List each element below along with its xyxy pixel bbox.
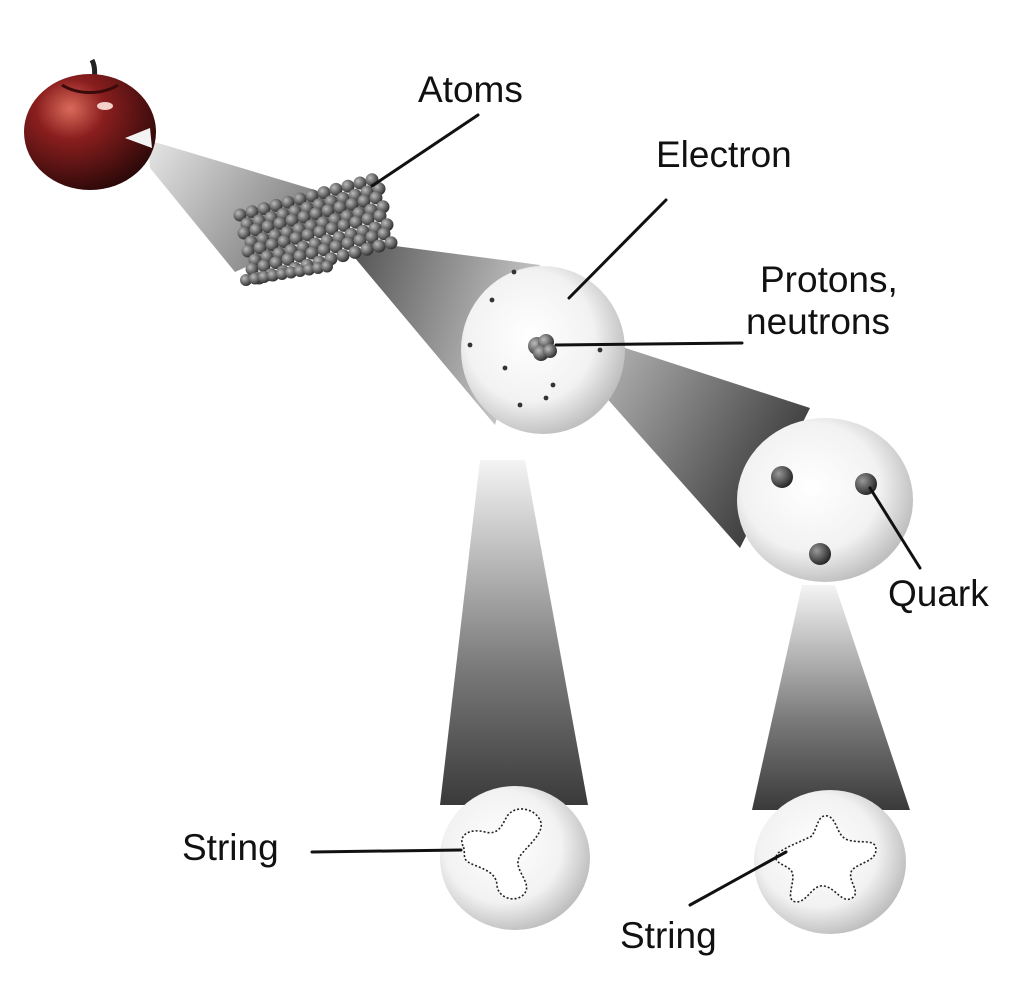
- atom-ball: [281, 195, 295, 209]
- atom-ball: [267, 269, 279, 282]
- atom-ball: [353, 233, 367, 247]
- atom-ball: [337, 218, 351, 232]
- atom-ball: [241, 244, 255, 258]
- atom-ball: [245, 205, 259, 219]
- atom-ball: [269, 198, 283, 212]
- atom-ball: [261, 220, 275, 234]
- atom-ball: [384, 236, 398, 250]
- atom-ball: [249, 272, 261, 285]
- atom-ball: [293, 249, 307, 263]
- label-neutrons: neutrons: [746, 301, 890, 342]
- atom-ball: [293, 192, 307, 206]
- atom-ball: [253, 241, 267, 255]
- atom-ball: [257, 202, 271, 216]
- electron-dot: [467, 342, 473, 348]
- atom-ball: [312, 262, 324, 274]
- string-loop-left: [461, 808, 542, 900]
- label-electron: Electron: [656, 134, 792, 175]
- leader-string-left: [310, 848, 463, 854]
- atom-ball: [301, 228, 315, 242]
- atom-ball: [305, 246, 319, 260]
- beam-to-string-left: [440, 460, 588, 805]
- atom-ball: [365, 230, 379, 244]
- atom-ball: [297, 210, 311, 224]
- atom-ball: [233, 208, 247, 222]
- atom-ball: [329, 240, 343, 254]
- atom-ball: [273, 216, 287, 230]
- atom-ball: [313, 225, 327, 239]
- atom-ball: [345, 197, 359, 211]
- atom-ball: [360, 242, 374, 256]
- atom-ball: [285, 213, 299, 227]
- leader-protons: [554, 341, 744, 347]
- beam-to-string-right: [752, 585, 910, 810]
- atom-ball: [258, 271, 270, 283]
- atom-ball: [249, 223, 263, 237]
- leader-quark: [868, 486, 922, 570]
- leader-electron: [567, 198, 668, 300]
- atom-ball: [237, 226, 251, 240]
- atom-ball: [276, 268, 288, 280]
- atom-ball: [341, 179, 355, 193]
- label-quark: Quark: [888, 573, 989, 614]
- label-string-left: String: [182, 827, 279, 868]
- atom-ball: [289, 231, 303, 245]
- atom-ball: [348, 245, 362, 259]
- atom-ball: [325, 222, 339, 236]
- atom-ball: [353, 176, 367, 190]
- atom-ball: [281, 252, 295, 266]
- nucleus-icon: [528, 334, 557, 361]
- atom-ball: [277, 234, 291, 248]
- atom-ball: [285, 266, 297, 279]
- electron-dot: [511, 269, 517, 275]
- atom-ball: [349, 215, 363, 229]
- quark-dots: [771, 466, 877, 565]
- electron-dot: [597, 347, 603, 353]
- electron-dots: [467, 269, 603, 408]
- atom-ball: [357, 194, 371, 208]
- leader-atoms: [370, 113, 480, 188]
- label-protons: Protons,: [760, 259, 898, 300]
- atom-ball: [240, 274, 252, 286]
- atom-ball: [317, 243, 331, 257]
- atom-ball: [377, 227, 391, 241]
- atom-ball: [269, 256, 283, 270]
- atom-ball: [329, 182, 343, 196]
- atom-ball: [257, 259, 271, 273]
- apple-icon: [24, 58, 156, 190]
- atom-ball: [305, 189, 319, 203]
- atom-ball: [309, 207, 323, 221]
- electron-dot: [517, 402, 523, 408]
- electron-dot: [550, 382, 556, 388]
- electron-dot: [489, 297, 495, 303]
- atom-ball: [341, 236, 355, 250]
- leader-string-right: [688, 850, 788, 907]
- label-string-right: String: [620, 915, 717, 956]
- atom-ball: [294, 265, 306, 277]
- atom-cluster: [233, 173, 398, 286]
- electron-dot: [543, 395, 549, 401]
- atom-ball: [361, 212, 375, 226]
- label-atoms: Atoms: [418, 69, 523, 110]
- atom-ball: [245, 262, 259, 276]
- electron-dot: [502, 365, 508, 371]
- atom-ball: [373, 209, 387, 223]
- atom-ball: [317, 186, 331, 200]
- atom-ball: [369, 191, 383, 205]
- atom-ball: [333, 200, 347, 214]
- atom-ball: [303, 263, 315, 276]
- string-loop-right: [775, 815, 877, 903]
- atom-ball: [265, 238, 279, 252]
- atom-ball: [336, 249, 350, 263]
- atom-ball: [321, 260, 333, 273]
- atom-ball: [372, 239, 386, 253]
- atom-ball: [321, 204, 335, 218]
- nucleon-sphere: [737, 418, 913, 582]
